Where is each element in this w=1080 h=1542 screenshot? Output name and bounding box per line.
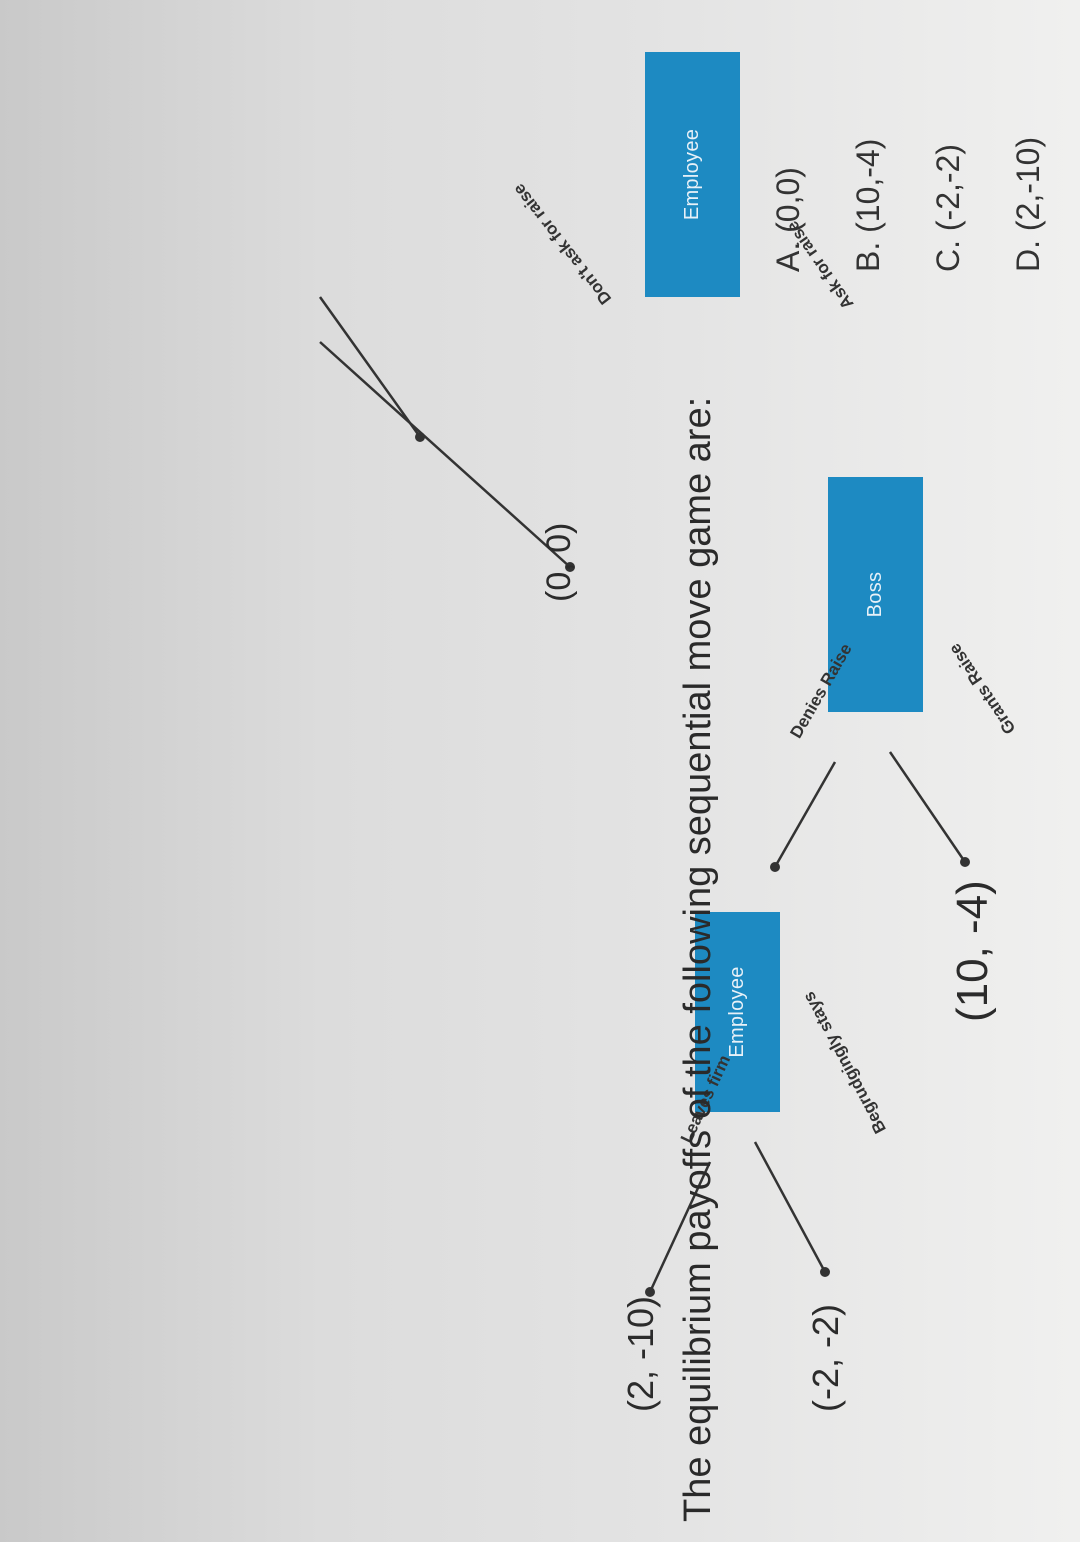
boss-node: Boss: [828, 477, 923, 712]
edge-line-denies: [770, 761, 837, 872]
question-text: The equilibrium payoffs of the following…: [677, 396, 719, 1522]
payoff-10-neg4: (10, -4): [948, 880, 997, 1022]
edge-line-stays: [753, 1141, 830, 1277]
edge-line-leaves: [645, 1161, 712, 1297]
payoff-2-neg10: (2, -10): [620, 1295, 661, 1412]
edge-line-dont-ask: [319, 341, 575, 572]
option-a[interactable]: A. (0,0): [770, 167, 806, 272]
edge-line-grants: [888, 751, 970, 867]
employee-root-node: Employee: [645, 52, 740, 297]
option-c[interactable]: C. (-2,-2): [930, 144, 966, 272]
edge-line-ask: [318, 296, 425, 442]
payoff-neg2-neg2: (-2, -2): [805, 1304, 846, 1412]
payoff-0-0: (0, 0): [540, 522, 578, 602]
option-b[interactable]: B. (10,-4): [850, 138, 886, 272]
option-d[interactable]: D. (2,-10): [1010, 136, 1046, 272]
